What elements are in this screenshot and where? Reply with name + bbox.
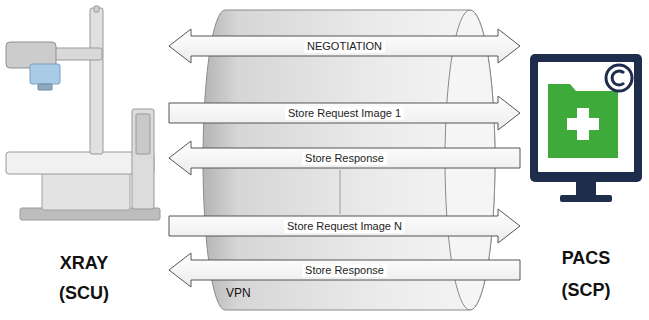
message-label: NEGOTIATION bbox=[304, 40, 385, 53]
edge-label-holder: Store Response bbox=[302, 264, 387, 277]
monitor-frame bbox=[530, 54, 642, 182]
plus-bar bbox=[577, 108, 589, 140]
edge-label-holder: Store Request Image 1 bbox=[285, 107, 404, 120]
tunnel-body bbox=[203, 10, 495, 310]
column bbox=[90, 8, 103, 154]
message-label: Store Request Image 1 bbox=[285, 107, 404, 120]
edge-label-holder: Store Request Image N bbox=[284, 220, 405, 233]
edge-label-holder: Store Response bbox=[302, 152, 387, 165]
copyright-mark bbox=[612, 71, 624, 85]
tunnel-divider bbox=[340, 170, 341, 214]
copyright-badge bbox=[606, 65, 632, 91]
tunnel-end-cap bbox=[445, 10, 495, 310]
edge-label-holder: NEGOTIATION bbox=[304, 40, 385, 53]
monitor-base bbox=[560, 195, 612, 202]
collimator-lens bbox=[38, 84, 52, 90]
node-outline bbox=[522, 40, 647, 316]
xray-device-node: XRAY (SCU) bbox=[2, 4, 165, 316]
table-pedestal bbox=[42, 172, 130, 210]
pacs-server-node: PACS (SCP) bbox=[522, 40, 647, 316]
detector-stand bbox=[132, 109, 154, 209]
detector-panel bbox=[136, 114, 150, 154]
pacs-monitor-icon bbox=[530, 54, 642, 202]
message-label: Store Response bbox=[302, 264, 387, 277]
column-cap bbox=[94, 6, 99, 12]
node-label: VPN bbox=[226, 286, 286, 300]
monitor-neck bbox=[576, 182, 596, 195]
folder-icon bbox=[548, 84, 618, 158]
collimator bbox=[30, 64, 60, 84]
message-label: Store Response bbox=[302, 152, 387, 165]
node-label: PACS (SCP) bbox=[549, 242, 623, 306]
xray-machine-illustration bbox=[6, 6, 160, 220]
monitor-screen bbox=[538, 62, 634, 172]
message-label: Store Request Image N bbox=[284, 220, 405, 233]
node-label: XRAY (SCU) bbox=[47, 248, 121, 308]
